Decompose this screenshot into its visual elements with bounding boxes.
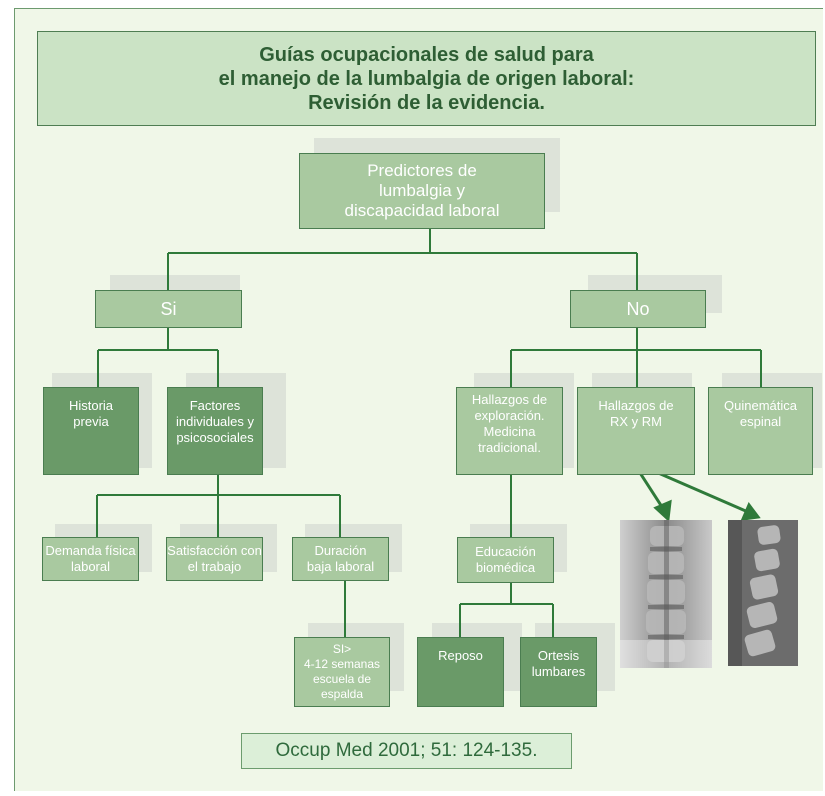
xray-frontal-image [620, 520, 712, 668]
node-historia: Historia previa [43, 387, 139, 475]
node-hallazgos-exploracion: Hallazgos de exploración. Medicina tradi… [456, 387, 563, 475]
spine-xray-lateral-icon [728, 520, 798, 666]
arrowhead-xray-1 [653, 499, 672, 523]
node-quinematica: Quinemática espinal [708, 387, 813, 475]
node-si-semanas: SI> 4-12 semanas escuela de espalda [294, 637, 390, 707]
arrowhead-xray-2 [740, 502, 761, 521]
node-no: No [570, 290, 706, 328]
node-si: Si [95, 290, 242, 328]
node-educacion: Educación biomédica [457, 537, 554, 583]
citation-text: Occup Med 2001; 51: 124-135. [275, 740, 538, 761]
node-ortesis: Ortesis lumbares [520, 637, 597, 707]
citation: Occup Med 2001; 51: 124-135. [241, 733, 572, 769]
node-satisfaccion: Satisfacción con el trabajo [166, 537, 263, 581]
diagram-title-text: Guías ocupacionales de salud para el man… [218, 43, 635, 114]
node-factores: Factores individuales y psicosociales [167, 387, 263, 475]
spine-xray-frontal-icon [620, 520, 712, 668]
diagram-title: Guías ocupacionales de salud para el man… [37, 31, 816, 126]
node-duracion: Duración baja laboral [292, 537, 389, 581]
xray-lateral-image [728, 520, 798, 666]
node-reposo: Reposo [417, 637, 504, 707]
node-hallazgos-rx: Hallazgos de RX y RM [577, 387, 695, 475]
node-demanda: Demanda física laboral [42, 537, 139, 581]
node-root: Predictores de lumbalgia y discapacidad … [299, 153, 545, 229]
